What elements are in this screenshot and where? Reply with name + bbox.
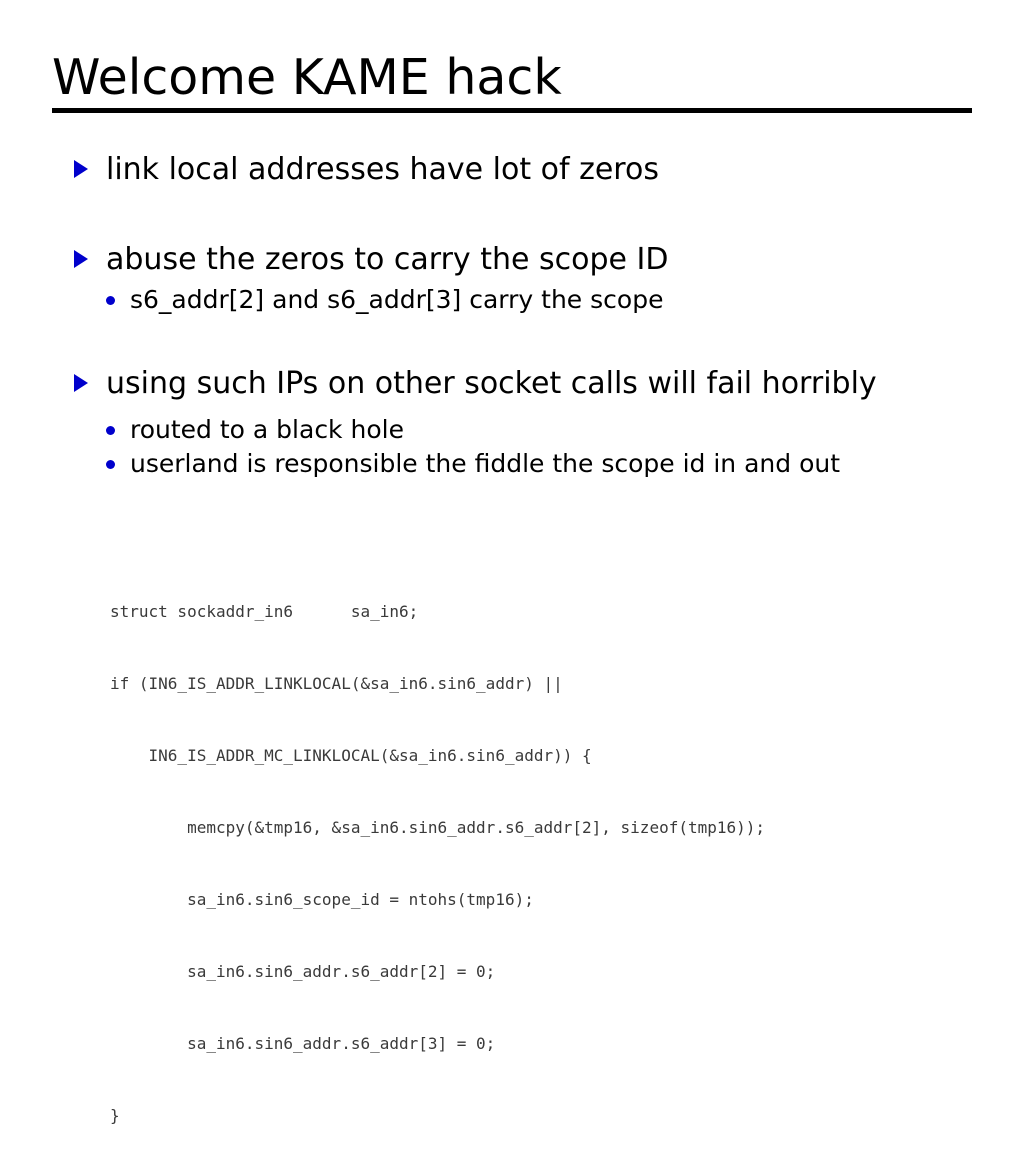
slide-body: link local addresses have lot of zeros a… — [74, 146, 974, 481]
code-line: sa_in6.sin6_scope_id = ntohs(tmp16); — [110, 890, 534, 909]
bullet-item-level2: s6_addr[2] and s6_addr[3] carry the scop… — [74, 283, 974, 317]
presentation-slide: Welcome KAME hack link local addresses h… — [52, 49, 974, 1125]
bullet-text: using such IPs on other socket calls wil… — [106, 366, 877, 401]
round-dot-icon — [106, 460, 115, 469]
bullet-item-level1: link local addresses have lot of zeros — [74, 146, 974, 193]
code-line: sa_in6.sin6_addr.s6_addr[3] = 0; — [110, 1034, 496, 1053]
bullet-text: userland is responsible the fiddle the s… — [130, 449, 841, 478]
code-line: struct sockaddr_in6 sa_in6; — [110, 602, 419, 621]
bullet-text: routed to a black hole — [130, 415, 404, 444]
triangle-right-icon — [74, 374, 88, 392]
code-line: memcpy(&tmp16, &sa_in6.sin6_addr.s6_addr… — [110, 818, 766, 837]
triangle-right-icon — [74, 160, 88, 178]
spacer — [74, 317, 974, 360]
round-dot-icon — [106, 296, 115, 305]
triangle-right-icon — [74, 250, 88, 268]
page-title: Welcome KAME hack — [52, 49, 562, 106]
code-line: sa_in6.sin6_addr.s6_addr[2] = 0; — [110, 962, 496, 981]
code-line: } — [110, 1106, 120, 1125]
bullet-text: abuse the zeros to carry the scope ID — [106, 242, 669, 277]
bullet-text: s6_addr[2] and s6_addr[3] carry the scop… — [130, 285, 664, 314]
bullet-text: link local addresses have lot of zeros — [106, 152, 659, 187]
code-snippet: struct sockaddr_in6 sa_in6; if (IN6_IS_A… — [110, 552, 765, 1176]
slide-title-block: Welcome KAME hack — [52, 50, 972, 113]
bullet-item-level2: userland is responsible the fiddle the s… — [74, 447, 974, 481]
code-line: if (IN6_IS_ADDR_LINKLOCAL(&sa_in6.sin6_a… — [110, 674, 563, 693]
title-divider — [52, 108, 972, 113]
bullet-item-level1: using such IPs on other socket calls wil… — [74, 360, 974, 407]
spacer — [74, 193, 974, 236]
code-line: IN6_IS_ADDR_MC_LINKLOCAL(&sa_in6.sin6_ad… — [110, 746, 592, 765]
round-dot-icon — [106, 426, 115, 435]
bullet-item-level2: routed to a black hole — [74, 413, 974, 447]
bullet-item-level1: abuse the zeros to carry the scope ID — [74, 236, 974, 283]
